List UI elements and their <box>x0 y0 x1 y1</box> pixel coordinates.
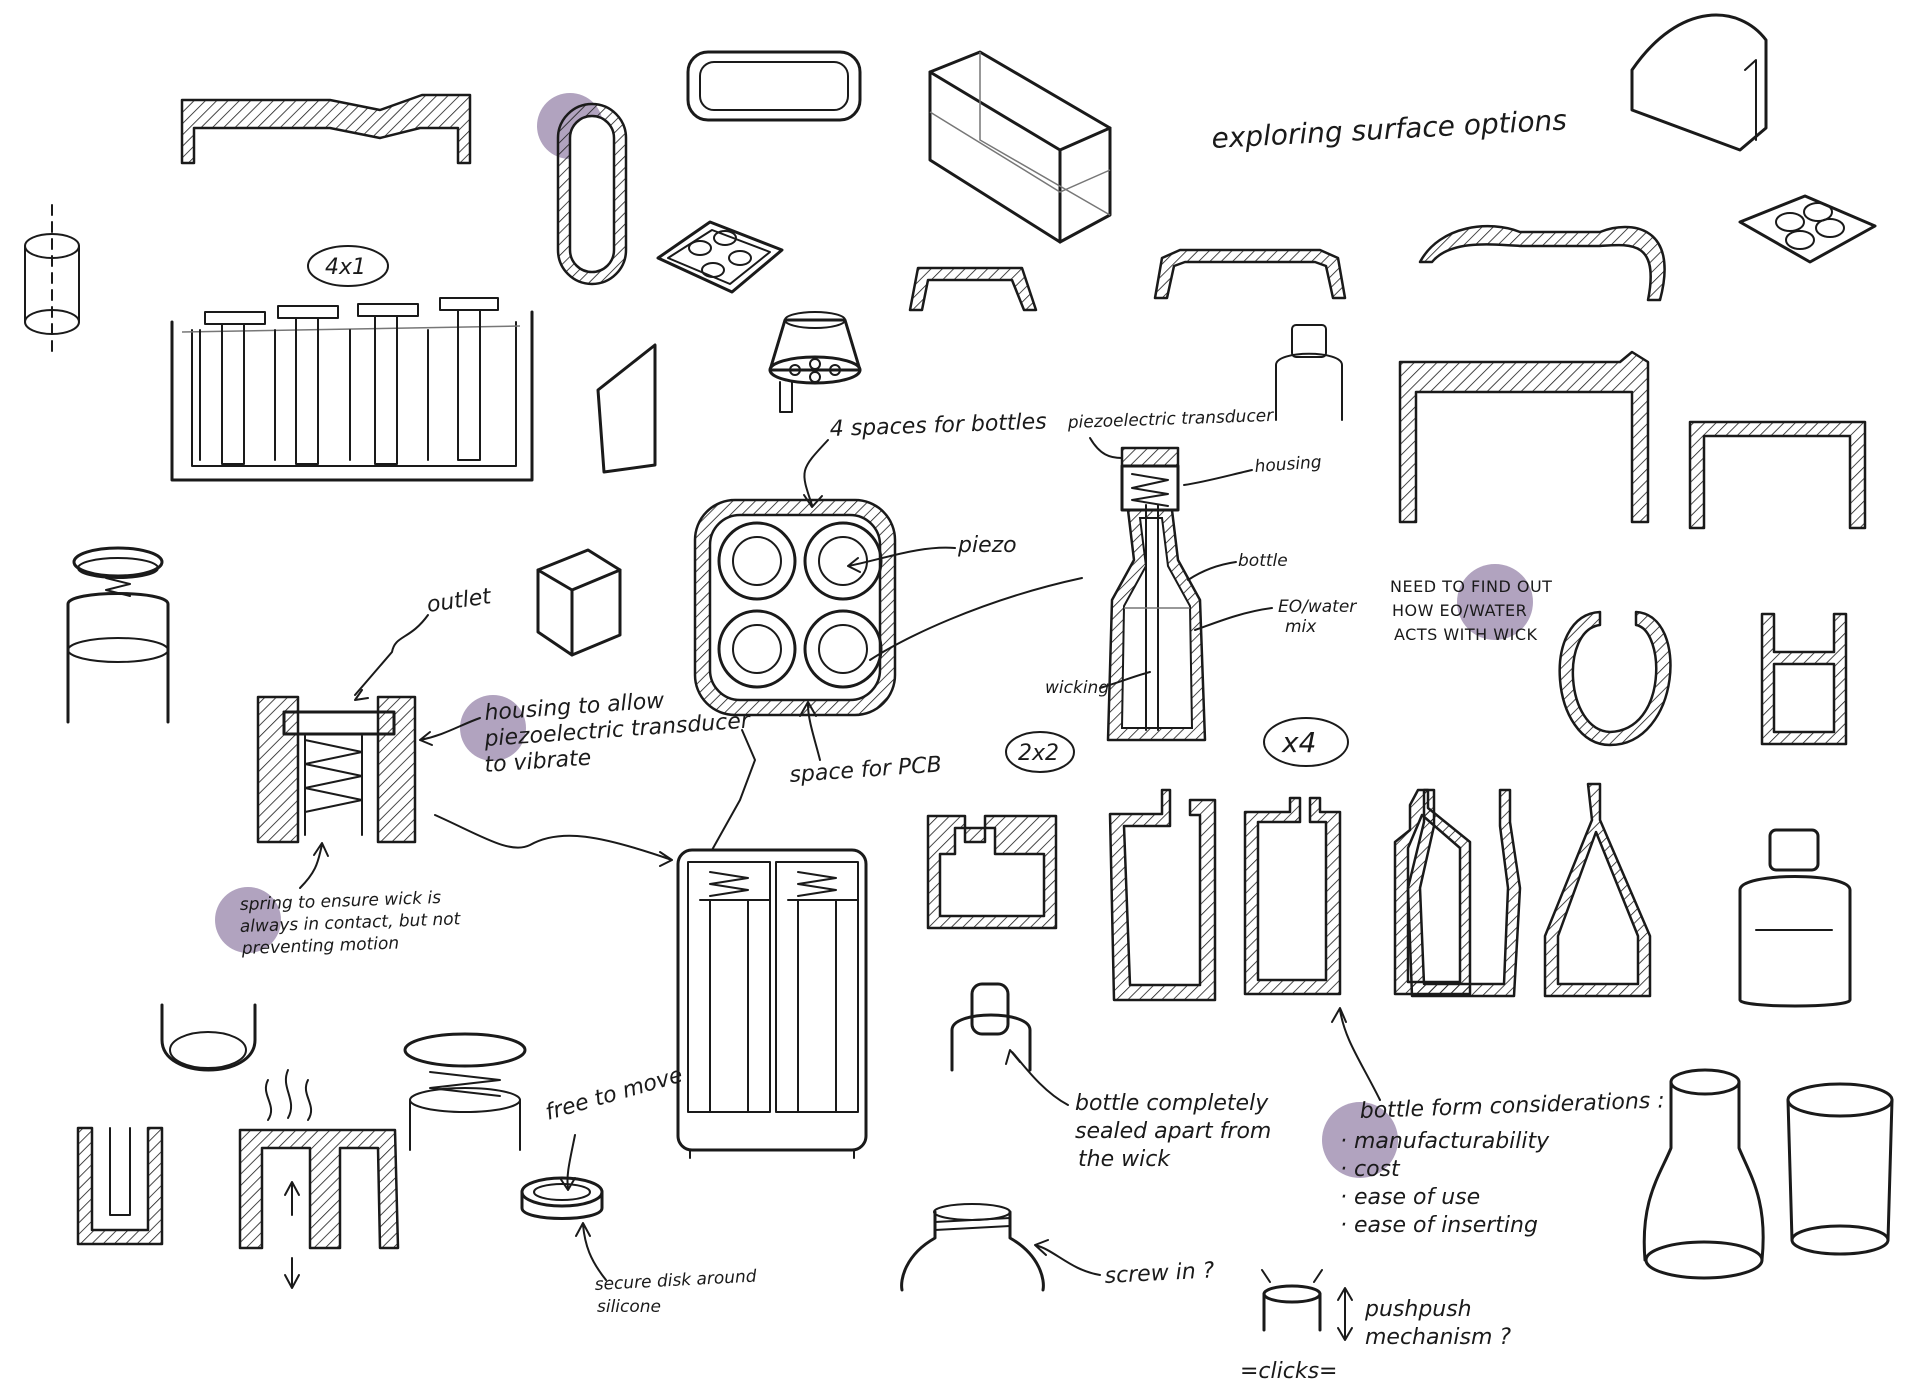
cylinder-bottle-sketch <box>1275 324 1343 421</box>
hatched-profile-c <box>1418 224 1666 302</box>
drinking-glass-sketch <box>1786 1082 1894 1256</box>
screw-neck-bottle-sketch <box>900 1203 1045 1292</box>
spring-note-line-3: preventing motion <box>240 934 399 960</box>
label-bottle: bottle <box>1238 551 1288 571</box>
label-piezoelectric-transducer: piezoelectric transducer <box>1066 406 1274 433</box>
four-hole-tray-right <box>1738 194 1877 264</box>
dome-device-sketch <box>1630 13 1768 152</box>
arrow-housing-note <box>419 717 481 746</box>
u-channel-inner <box>109 1127 131 1216</box>
four-bottle-tray-top-view <box>693 498 897 717</box>
label-outlet: outlet <box>425 584 494 618</box>
sealed-note-line-3: the wick <box>1078 1147 1171 1172</box>
need-note-line-3: ACTS WITH WICK <box>1394 625 1537 644</box>
panel-sketch <box>596 343 657 474</box>
bottle-profile-1 <box>926 814 1058 930</box>
ring-section-sketch <box>1558 610 1672 747</box>
arrow-eo-water <box>1194 607 1273 631</box>
jar-with-spring-lid-sketch <box>66 546 170 724</box>
arrow-wicking <box>1099 671 1151 689</box>
tapered-bottle-sketch <box>1642 1068 1765 1280</box>
sealed-note-line-2: sealed apart from <box>1075 1119 1271 1144</box>
housing-with-spring-section <box>256 695 417 844</box>
diffuser-with-vapour-sketch <box>238 1069 400 1289</box>
spring-plunger-sketch <box>403 1032 527 1151</box>
cube-sketch <box>536 548 622 657</box>
arrow-piezo <box>847 546 956 573</box>
arrow-to-tray-top <box>803 439 829 508</box>
hatched-cross-section-b <box>1688 420 1867 530</box>
cup-with-pin-sketch <box>768 311 862 413</box>
box-perspective-sketch <box>928 50 1112 244</box>
bottle-profile-5 <box>1406 788 1522 998</box>
four-by-one-tray-sketch: 4x1 <box>170 245 534 482</box>
bottle-with-transducer-sketch <box>1106 446 1207 742</box>
arrow-sealed-note <box>1005 1049 1069 1106</box>
label-clicks: =clicks= <box>1240 1359 1338 1384</box>
pushpush-button-sketch <box>1261 1269 1353 1341</box>
test-tube-holder-sketch <box>160 1003 257 1072</box>
form-item-ease-of-use: · ease of use <box>1340 1185 1480 1210</box>
label-eo-water: EO/water <box>1278 597 1357 617</box>
four-hole-tray-small <box>656 220 784 294</box>
arrow-spring-note <box>299 842 329 889</box>
label-mix: mix <box>1285 617 1317 637</box>
hatched-profile-b <box>1153 248 1347 300</box>
arrow-to-bottle-transducer <box>869 577 1083 661</box>
hatched-cross-section-a <box>1398 350 1650 524</box>
reagent-bottle-sketch <box>1738 828 1852 1008</box>
label-piezo: piezo <box>957 533 1017 558</box>
label-2x2: 2x2 <box>1018 741 1059 766</box>
test-tube-opening <box>169 1031 247 1069</box>
form-item-cost: · cost <box>1340 1157 1401 1182</box>
label-space-for-pcb: space for PCB <box>789 752 943 788</box>
bottle-sealed-sketch <box>950 982 1032 1072</box>
oval-section-sketch <box>556 102 628 286</box>
highlight-dots <box>215 93 1533 1178</box>
arrow-space-for-pcb <box>799 701 821 761</box>
form-considerations-title: bottle form considerations : <box>1359 1088 1665 1124</box>
need-note-line-2: HOW EO/WATER <box>1392 601 1527 620</box>
arrow-to-battery-case <box>434 814 673 867</box>
label-mechanism: mechanism ? <box>1365 1325 1511 1350</box>
rounded-rect-top-sketch <box>686 50 862 122</box>
label-housing-right: housing <box>1254 452 1323 477</box>
title-exploring-surface-options: exploring surface options <box>1211 103 1568 155</box>
bottle-profile-3 <box>1243 796 1342 996</box>
arrow-outlet <box>354 614 429 701</box>
squiggle-connector <box>711 729 756 851</box>
u-channel-section <box>76 1126 164 1246</box>
bottle-profile-6 <box>1543 782 1652 998</box>
secure-disk-line-2: silicone <box>597 1297 661 1317</box>
hatched-profile-top-left <box>180 93 472 165</box>
arrow-screw-in <box>1034 1239 1101 1276</box>
arrow-to-form-considerations <box>1331 1007 1381 1101</box>
arrow-transducer <box>1089 437 1123 459</box>
badge-x4-outline <box>1263 717 1349 767</box>
arrow-housing-right <box>1183 469 1253 486</box>
hatched-bottle-profile-right <box>1760 612 1848 746</box>
need-note-line-1: NEED TO FIND OUT <box>1390 577 1552 596</box>
secure-disk-line-1: secure disk around <box>594 1267 757 1295</box>
arrow-free-to-move <box>559 1134 576 1191</box>
label-pushpush: pushpush <box>1364 1297 1472 1322</box>
badge-2x2-outline <box>1005 731 1075 773</box>
hatched-profile-a <box>908 266 1038 312</box>
sealed-note-line-1: bottle completely <box>1075 1091 1269 1116</box>
label-wicking: wicking <box>1045 678 1109 698</box>
form-item-manufacturability: · manufacturability <box>1340 1129 1550 1154</box>
label-4x1: 4x1 <box>325 255 366 280</box>
label-x4: x4 <box>1281 726 1316 759</box>
arrow-secure-disk <box>575 1222 607 1281</box>
label-screw-in: screw in ? <box>1104 1258 1215 1289</box>
cylinder-with-axis-sketch <box>24 204 80 359</box>
form-item-ease-of-inserting: · ease of inserting <box>1340 1213 1538 1238</box>
arrow-bottle <box>1187 561 1237 581</box>
battery-case-front-sketch <box>676 848 868 1159</box>
bottle-profile-2 <box>1108 788 1217 1002</box>
disk-in-silicone-sketch <box>520 1176 604 1220</box>
label-four-spaces: 4 spaces for bottles <box>829 409 1047 442</box>
label-free-to-move: free to move <box>543 1063 686 1126</box>
